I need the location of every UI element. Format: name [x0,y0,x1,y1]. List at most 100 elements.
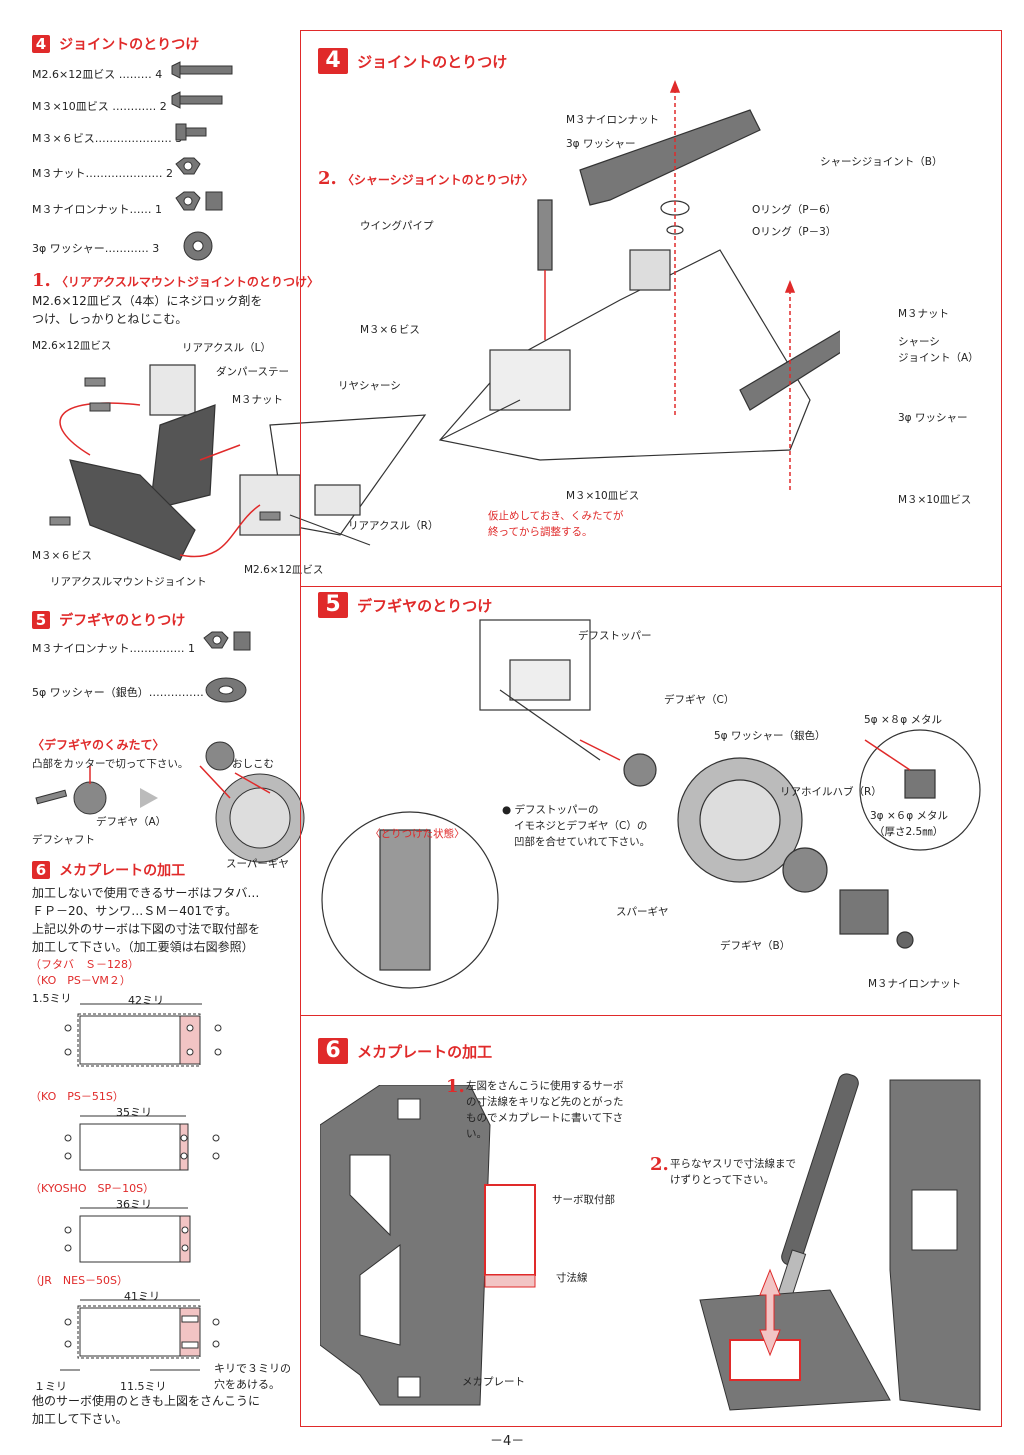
sec6-desc: 加工して下さい。（加工要領は右図参照） [32,940,254,954]
part-row: 5φ ワッシャー（銀色）…………… 2 [32,686,215,699]
label-screw6: M３×６ビス [360,324,420,336]
servo-name: （KO PS－VM２） [30,974,131,987]
label-screw-a: M2.6×12皿ビス [32,340,112,352]
section-title: メカプレートの加工 [59,863,186,879]
label-hub: リアホイルハブ（R） [780,786,882,798]
label-joint-b: シャーシジョイント（B） [820,156,943,168]
label-spur: スーパーギヤ [226,858,289,870]
servo-outline-4 [60,1299,220,1371]
servo-edge-dim: 1.5ミリ [32,992,72,1005]
section-number: 6 [318,1038,348,1064]
section-title: デフギヤのとりつけ [357,597,493,615]
label-pipe: ウイングパイプ [360,220,434,232]
label-stopper: デフストッパー [578,630,652,642]
left-sec5-header: 5 デフギヤのとりつけ [32,610,185,630]
section-title: ジョイントのとりつけ [59,37,200,53]
sec6-desc: ＦＰ－20、サンワ…ＳＭ－401です。 [32,904,237,918]
part-row: M３ナイロンナット…………… 1 [32,642,195,655]
servo-name: （KYOSHO SP－10S） [30,1182,155,1195]
label-dim-line: 寸法線 [556,1272,588,1284]
right-sec4-header: 4 ジョイントのとりつけ [318,48,507,74]
label-nylon-nut: M３ナイロンナット [566,114,660,126]
label-metal6b: （厚さ2.5㎜） [874,826,944,838]
section-number: 5 [32,611,50,629]
panel-sec6 [300,1015,1002,1427]
part-row: M2.6×12皿ビス ……… 4 [32,68,163,81]
left-sec6-header: 6 メカプレートの加工 [32,860,185,880]
step-desc: M2.6×12皿ビス（4本）にネジロック剤を [32,294,263,308]
step1-text: 左図をさんこうに使用するサーボ [466,1080,624,1092]
servo-bottom-dim: １ミリ [34,1380,67,1393]
servo-bottom-dim: 11.5ミリ [120,1380,167,1393]
right-sec5-header: 5 デフギヤのとりつけ [318,592,492,618]
label-washer2: 3φ ワッシャー [898,412,968,424]
label-screw-c: M2.6×12皿ビス [244,564,324,576]
servo-outline-1 [64,1003,222,1067]
label-damper: ダンパーステー [216,366,289,378]
section-title: メカプレートの加工 [357,1043,493,1061]
adjust-note: 仮止めしておき、くみたてが [488,510,624,522]
diff-gear-assembly-diagram [35,741,305,863]
stopper-note: ● デフストッパーの [502,804,599,816]
sec6-footer: 加工して下さい。 [32,1412,128,1426]
label-axle-r: リアアクスル（R） [348,520,439,532]
left-sec4-header: 4 ジョイントのとりつけ [32,34,199,54]
install-state-label: 〈とりつけた状態〉 [370,828,465,840]
label-joint-a2: ジョイント（A） [898,352,979,364]
label-shaft: デフシャフト [32,834,95,846]
part-row: 3φ ワッシャー………… 3 [32,242,160,255]
label-mount: リアアクスルマウントジョイント [50,576,207,588]
servo-outline-3 [64,1207,191,1263]
left-step1-header: 1. 〈リアアクスルマウントジョイントのとりつけ〉 [32,270,319,291]
hole-note: 穴をあける。 [214,1378,280,1391]
step-number: 1. [446,1076,465,1097]
section-title: デフギヤのとりつけ [59,613,186,629]
label-chassis: リヤシャーシ [338,380,401,392]
label-oring6: Oリング（P－6） [752,204,837,216]
mecha-plate-diagram [320,1085,536,1406]
step2-text: けずりとって下さい。 [670,1174,775,1186]
page-number: －4－ [490,1434,525,1449]
label-washer: 3φ ワッシャー [566,138,636,150]
servo-name: （フタバ Ｓ－128） [30,958,139,971]
sub-title: 〈デフギヤのくみたて〉 [32,738,165,752]
right-sec6-header: 6 メカプレートの加工 [318,1038,492,1064]
label-axle-l: リアアクスル（L） [182,342,272,354]
label-m3nut: M３ナット [898,308,950,320]
section-number: 4 [318,48,348,74]
sec6-desc: 加工しないで使用できるサーボはフタバ… [32,886,260,900]
right-step2: 2. [650,1154,669,1175]
label-washer5: 5φ ワッシャー（銀色） [714,730,826,742]
part-row: M３ナイロンナット…… 1 [32,203,162,216]
label-joint-a1: シャーシ [898,336,940,348]
label-nylon: M３ナイロンナット [868,978,962,990]
label-spur: スパーギヤ [616,906,669,918]
part-row: M３×10皿ビス ………… 2 [32,100,167,113]
label-gear-b: デフギヤ（B） [720,940,791,952]
label-metal8: 5φ ×８φ メタル [864,714,943,726]
label-plate: メカプレート [462,1376,525,1388]
label-gear-c: デフギヤ（C） [664,694,735,706]
label-screw10b: M３×10皿ビス [898,494,972,506]
chassis-joint-diagram [438,79,840,490]
stopper-note: イモネジとデフギヤ（C）の [514,820,648,832]
diff-gear-install-diagram [321,619,981,989]
section-number: 4 [32,35,50,53]
part-row: M３ナット………………… 2 [32,167,173,180]
step1-text: い。 [466,1128,487,1140]
right-step1: 1. [446,1076,465,1097]
parts-illustration [171,61,233,261]
sec5-parts-illustration [203,631,251,703]
step-number: 2. [650,1154,669,1175]
section-number: 5 [318,592,348,618]
section-title: ジョイントのとりつけ [357,53,508,71]
servo-name: （JR NES－50S） [30,1274,129,1287]
stopper-note: 凹部を合せていれて下さい。 [514,836,651,848]
file-tool-diagram [699,1073,981,1411]
step-desc: つけ、しっかりとねじこむ。 [32,312,188,326]
step1-text: ものでメカプレートに書いて下さ [466,1112,624,1124]
step-number: 2. [318,168,337,189]
sec6-desc: 上記以外のサーボは下図の寸法で取付部を [32,922,261,936]
label-push: おしこむ [232,758,274,770]
label-servo-mount: サーボ取付部 [552,1194,615,1206]
